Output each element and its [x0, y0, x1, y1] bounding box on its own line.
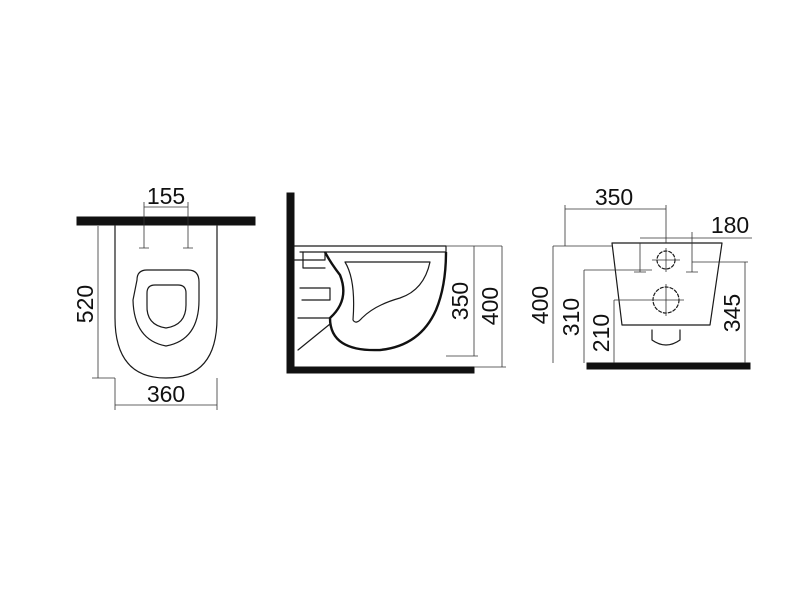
dim-360-label: 360 — [147, 381, 185, 407]
top-view: 155 520 360 — [72, 183, 256, 410]
side-view-bowl-outer — [323, 251, 448, 352]
dim-520-line — [92, 226, 115, 379]
dim-210-label: 210 — [588, 314, 614, 352]
rear-view-outlet-cross — [648, 284, 684, 316]
dim-180-line — [640, 232, 752, 243]
dim-400-side-line — [474, 245, 506, 368]
dim-350-side-label: 350 — [447, 282, 473, 320]
top-view-inner-bowl — [146, 284, 187, 329]
top-view-wall — [76, 216, 256, 226]
dim-520-label: 520 — [72, 285, 98, 323]
dim-345-line — [692, 261, 748, 363]
dim-400-side-label: 400 — [477, 287, 503, 325]
dim-350-side-line — [446, 245, 478, 357]
side-view: 350 400 — [286, 192, 506, 374]
rear-view-inlet-cross — [652, 248, 680, 272]
dim-350-rear-label: 350 — [595, 184, 633, 210]
dim-155-line — [143, 202, 189, 226]
top-view-bolts — [139, 226, 193, 249]
rear-view: 350 180 400 310 210 345 — [527, 184, 752, 370]
dim-345-label: 345 — [719, 294, 745, 332]
rear-view-body — [611, 242, 723, 326]
rear-view-bolts — [634, 243, 698, 273]
dim-155-label: 155 — [147, 183, 185, 209]
side-view-wall — [286, 192, 295, 374]
dim-360-line — [114, 378, 218, 410]
top-view-seat-outline — [132, 269, 200, 347]
side-view-outlet — [293, 251, 331, 351]
dim-180-label: 180 — [711, 212, 749, 238]
dim-400-rear-label: 400 — [527, 286, 553, 324]
rear-view-floor — [586, 362, 751, 370]
side-view-seat — [293, 245, 447, 253]
dim-350-rear-line — [564, 205, 667, 246]
side-view-bowl-inner — [344, 261, 431, 323]
dim-210-line — [613, 299, 648, 363]
side-view-floor — [286, 366, 475, 374]
dim-400-rear-line — [552, 245, 612, 363]
dim-310-label: 310 — [558, 298, 584, 336]
dim-310-line — [583, 269, 652, 363]
top-view-bowl-outline — [114, 225, 218, 379]
rear-view-outlet — [651, 329, 681, 346]
